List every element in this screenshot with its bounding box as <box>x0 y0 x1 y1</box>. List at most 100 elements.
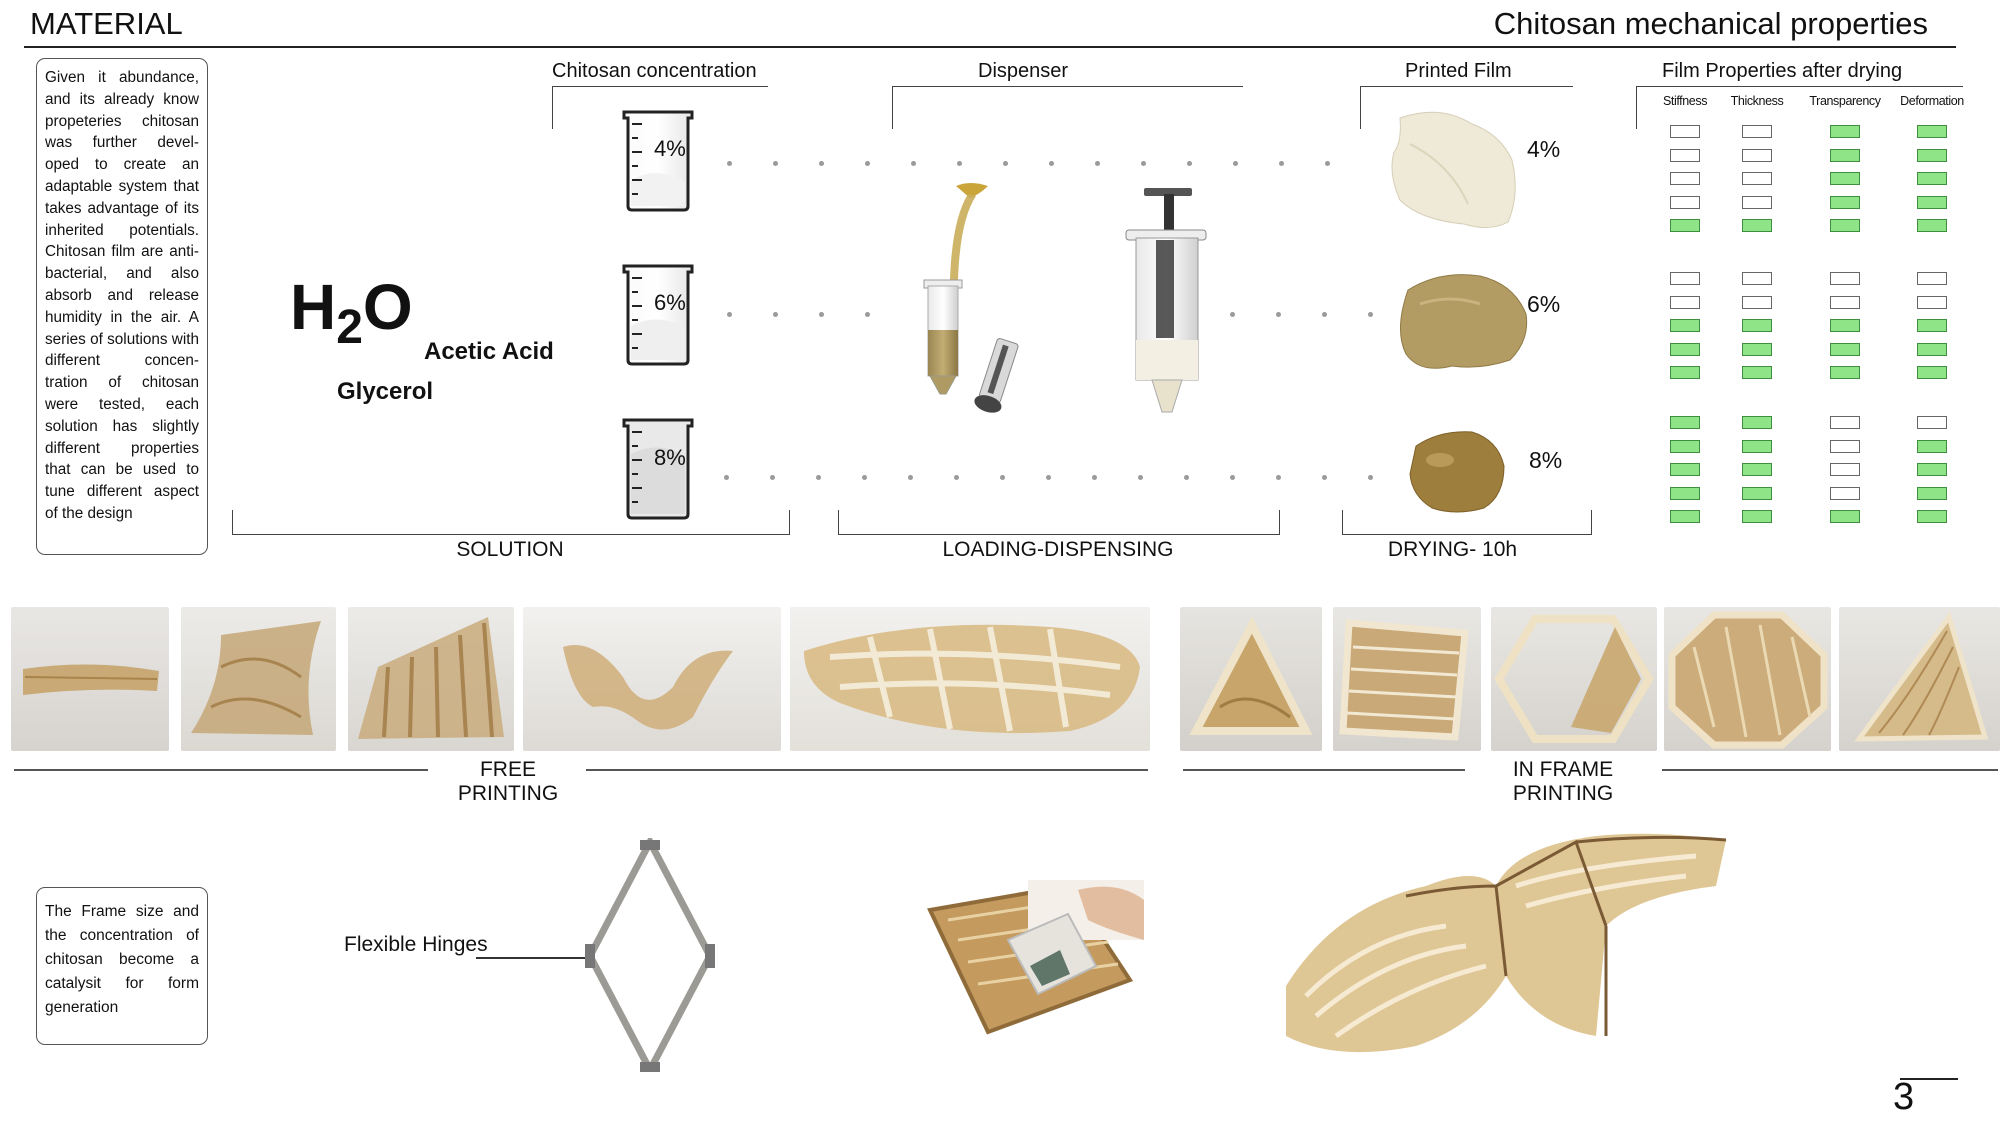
property-box <box>1830 319 1860 332</box>
property-box <box>1830 148 1860 162</box>
plunger-icon <box>974 338 1019 413</box>
pouring-stream-icon <box>950 183 988 280</box>
property-box <box>1830 439 1860 453</box>
beakers <box>622 110 694 520</box>
beaker-label-6: 6% <box>654 290 686 315</box>
property-box <box>1670 486 1700 500</box>
film-6-icon <box>1399 274 1528 369</box>
guide-dot <box>911 161 916 166</box>
frame-rule-left <box>1183 769 1465 771</box>
guide-dot <box>1233 161 1238 166</box>
film-4-icon <box>1391 111 1516 228</box>
property-box <box>1670 295 1700 309</box>
property-box <box>1742 416 1772 429</box>
guide-dot <box>727 312 732 317</box>
property-box <box>1917 172 1947 185</box>
property-box <box>1830 463 1860 476</box>
property-box <box>1670 272 1700 285</box>
beaker-6-icon <box>622 264 694 366</box>
property-box <box>1830 295 1860 309</box>
section-title: MATERIAL <box>30 6 183 41</box>
film-label-4: 4% <box>1527 136 1561 162</box>
free-print-photo-3 <box>348 607 514 751</box>
guide-dot <box>727 161 732 166</box>
property-box <box>1917 272 1947 285</box>
solution-bracket <box>232 510 790 535</box>
guide-dot <box>1184 475 1189 480</box>
hinge-top-icon <box>640 840 660 850</box>
loading-label: LOADING-DISPENSING <box>942 538 1174 561</box>
guide-dot <box>1322 475 1327 480</box>
property-box <box>1917 463 1947 476</box>
guide-dot <box>1187 161 1192 166</box>
property-box <box>1670 172 1700 185</box>
guide-dot <box>865 161 870 166</box>
guide-dot <box>908 475 913 480</box>
free-rule-right <box>586 769 1148 771</box>
free-print-photo-2 <box>181 607 336 751</box>
drying-bracket <box>1342 510 1592 535</box>
beaker-label-8: 8% <box>654 445 686 470</box>
properties-header: Film Properties after drying <box>1662 60 1903 82</box>
property-box <box>1670 219 1700 232</box>
large-syringe-icon <box>1125 188 1207 413</box>
free-printing-label: FREE PRINTING <box>457 758 559 805</box>
hinge-right-icon <box>705 944 715 968</box>
frame-printing-label: IN FRAME PRINTING <box>1512 758 1614 805</box>
small-syringe-icon <box>923 279 963 395</box>
property-box <box>1742 295 1772 309</box>
property-box <box>1742 510 1772 523</box>
property-box <box>1917 195 1947 209</box>
property-box <box>1917 366 1947 379</box>
property-box <box>1917 148 1947 162</box>
guide-dot <box>1092 475 1097 480</box>
property-box <box>1670 125 1700 138</box>
property-box <box>1670 439 1700 453</box>
film-header: Printed Film <box>1405 60 1512 82</box>
guide-dot <box>862 475 867 480</box>
property-box <box>1742 463 1772 476</box>
guide-dot <box>1046 475 1051 480</box>
property-box <box>1830 510 1860 523</box>
guide-dot <box>770 475 775 480</box>
property-box <box>1830 195 1860 209</box>
frame-print-photo-4 <box>1664 607 1831 751</box>
property-box <box>1830 219 1860 232</box>
concentration-bracket <box>552 86 768 129</box>
concentration-header: Chitosan concentration <box>552 60 757 82</box>
property-box <box>1917 510 1947 523</box>
property-box <box>1670 195 1700 209</box>
property-box <box>1742 219 1772 232</box>
frame-note: The Frame size and the concentration of … <box>36 887 208 1045</box>
property-box <box>1670 148 1700 162</box>
frame-print-photo-2 <box>1333 607 1481 751</box>
guide-dot <box>1000 475 1005 480</box>
guide-dot <box>816 475 821 480</box>
property-box <box>1917 416 1947 429</box>
property-header-deformation: Deformation <box>1900 94 1964 108</box>
property-box <box>1742 486 1772 500</box>
beaker-4-icon <box>622 110 694 212</box>
guide-dot <box>1230 312 1235 317</box>
guide-dot <box>1095 161 1100 166</box>
guide-dot <box>819 312 824 317</box>
property-box <box>1742 272 1772 285</box>
loading-bracket <box>838 510 1280 535</box>
film-bracket <box>1360 86 1573 129</box>
hinge-bottom-icon <box>640 1062 660 1072</box>
property-box <box>1742 319 1772 332</box>
frame-filling-photo <box>918 870 1144 1040</box>
guide-dot <box>954 475 959 480</box>
property-box <box>1917 125 1947 138</box>
property-box <box>1742 195 1772 209</box>
guide-dot <box>1003 161 1008 166</box>
film-label-8: 8% <box>1529 447 1563 473</box>
frame-print-photo-3 <box>1491 607 1657 751</box>
acetic-acid-label: Acetic Acid <box>424 338 554 365</box>
property-box <box>1742 439 1772 453</box>
property-box <box>1917 295 1947 309</box>
wave-structure-photo <box>1276 826 1736 1066</box>
hinge-left-icon <box>585 944 595 968</box>
guide-dot <box>819 161 824 166</box>
property-header-stiffness: Stiffness <box>1662 94 1708 108</box>
